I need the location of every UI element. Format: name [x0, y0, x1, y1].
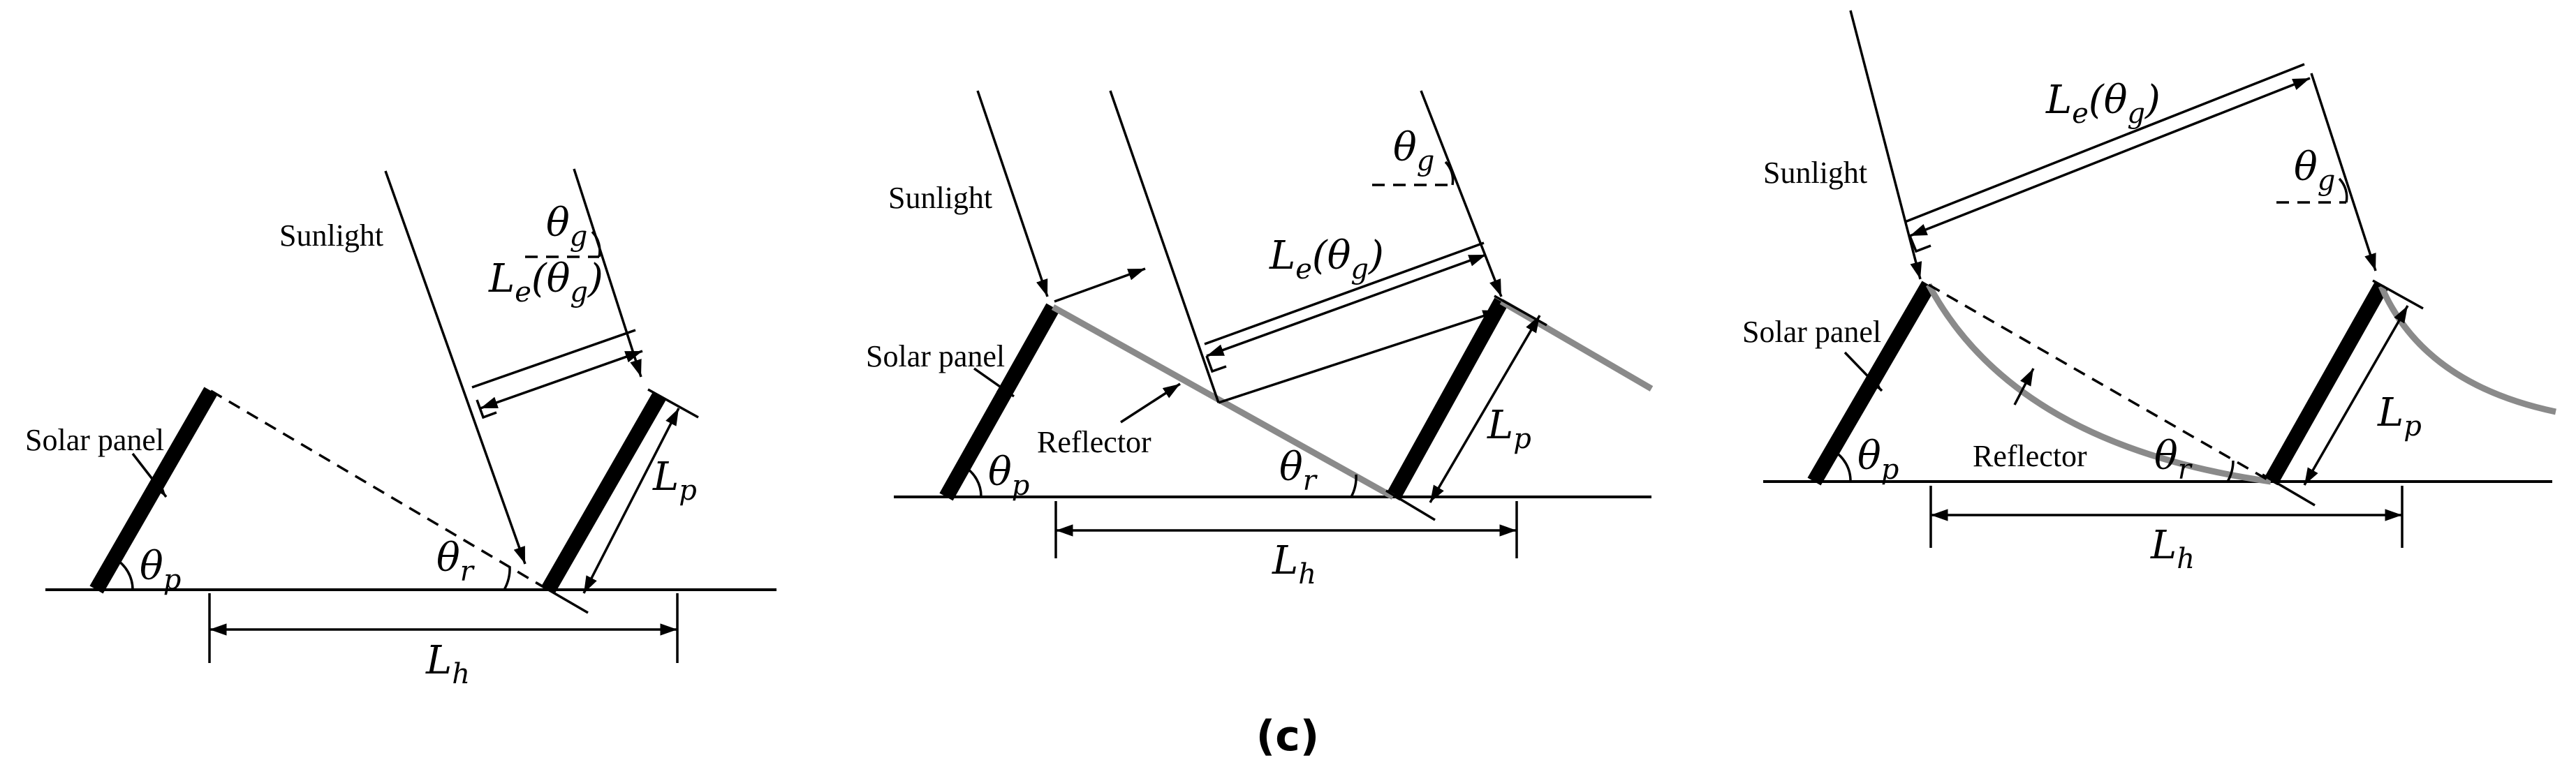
theta-p-symbol: θp — [988, 449, 1029, 502]
right-angle-mark — [1908, 235, 1931, 253]
theta-p-symbol: θp — [1857, 433, 1899, 486]
lp-dimension-line — [2303, 305, 2409, 486]
theta-r-symbol: θr — [1279, 445, 1318, 497]
sunlight-ray — [1849, 10, 1922, 280]
label-pointer — [973, 367, 1015, 398]
theta-r-symbol: θr — [2154, 433, 2193, 486]
panel-end-tick — [647, 388, 699, 419]
lp-symbol: Lp — [652, 454, 697, 507]
angle-arc-theta-p — [963, 465, 982, 498]
solar-panel-rear — [2264, 282, 2388, 486]
sunlight-ray — [384, 170, 527, 565]
right-angle-mark — [476, 399, 497, 419]
le-extension — [1204, 241, 1485, 345]
lp-symbol: Lp — [2377, 390, 2422, 442]
angle-arc-theta-g — [2338, 177, 2348, 203]
lp-symbol: Lp — [1487, 403, 1531, 455]
panel-end-tick — [1385, 489, 1436, 521]
label-pointer — [2013, 368, 2035, 405]
le-dimension-line — [480, 350, 643, 410]
reflector-label: Reflector — [1973, 439, 2087, 473]
le-theta-g-symbol: Le(θg) — [1269, 233, 1384, 285]
theta-p-symbol: θp — [140, 544, 181, 596]
configuration-2: Sunlight Solar panel Reflector θg Le(θg)… — [866, 90, 1654, 590]
theta-g-symbol: θg — [2294, 144, 2335, 197]
configuration-1: Sunlight Solar panel θg Le(θg) Lp θp θr … — [25, 168, 777, 690]
angle-arc-theta-p — [114, 557, 134, 590]
panel-end-tick — [2372, 279, 2424, 310]
curved-reflector — [2378, 285, 2556, 415]
lh-symbol: Lh — [425, 638, 470, 690]
label-pointer — [1843, 351, 1883, 392]
figure-caption: (c) — [1256, 712, 1319, 761]
lh-symbol: Lh — [1272, 538, 1316, 590]
le-extension — [471, 329, 636, 389]
lp-dimension-line — [1429, 315, 1541, 503]
panel-end-tick — [2262, 473, 2316, 507]
sunlight-ray — [976, 90, 1049, 297]
reflector-label: Reflector — [1037, 425, 1151, 459]
reflected-ray — [1054, 267, 1146, 303]
le-theta-g-symbol: Le(θg) — [488, 256, 603, 308]
theta-r-symbol: θr — [436, 535, 476, 588]
configuration-3: Sunlight Solar panel Reflector Le(θg) θg… — [1742, 10, 2556, 575]
sunlight-ray — [573, 168, 642, 378]
angle-arc-theta-r — [503, 566, 511, 590]
sunlight-label: Sunlight — [888, 181, 992, 215]
sunlight-ray — [2310, 73, 2377, 271]
angle-arc-theta-p — [1832, 449, 1852, 482]
le-dimension-line — [1909, 77, 2311, 237]
theta-g-symbol: θg — [546, 200, 587, 253]
solar-panel-rear — [541, 392, 666, 594]
right-angle-mark — [1205, 355, 1227, 373]
sunlight-ray — [1109, 90, 1220, 403]
solar-panel-label: Solar panel — [25, 423, 164, 457]
label-pointer — [131, 452, 168, 498]
flat-reflector — [1499, 299, 1654, 392]
le-dimension-line — [1206, 253, 1487, 357]
theta-g-symbol: θg — [1393, 125, 1434, 177]
shadow-line — [1928, 283, 2272, 483]
solar-panel-label: Solar panel — [1742, 315, 1881, 349]
sunlight-ray — [1420, 90, 1503, 297]
solar-panel-rear — [1386, 297, 1508, 501]
sunlight-label: Sunlight — [1763, 156, 1867, 190]
angle-arc-theta-r — [2226, 460, 2235, 482]
solar-panel-label: Solar panel — [866, 339, 1005, 373]
angle-arc-theta-r — [1350, 474, 1357, 498]
curved-reflector — [1926, 283, 2272, 485]
lp-dimension-line — [582, 408, 680, 594]
label-pointer — [1120, 382, 1181, 424]
angle-arc-theta-g — [1444, 161, 1455, 186]
sunlight-label: Sunlight — [279, 218, 383, 253]
le-theta-g-symbol: Le(θg) — [2045, 77, 2161, 130]
solar-panel-front — [939, 303, 1060, 501]
lh-symbol: Lh — [2150, 523, 2195, 575]
angle-arc-theta-g — [591, 230, 601, 258]
le-extension — [1904, 63, 2305, 223]
shadow-line — [210, 389, 549, 591]
